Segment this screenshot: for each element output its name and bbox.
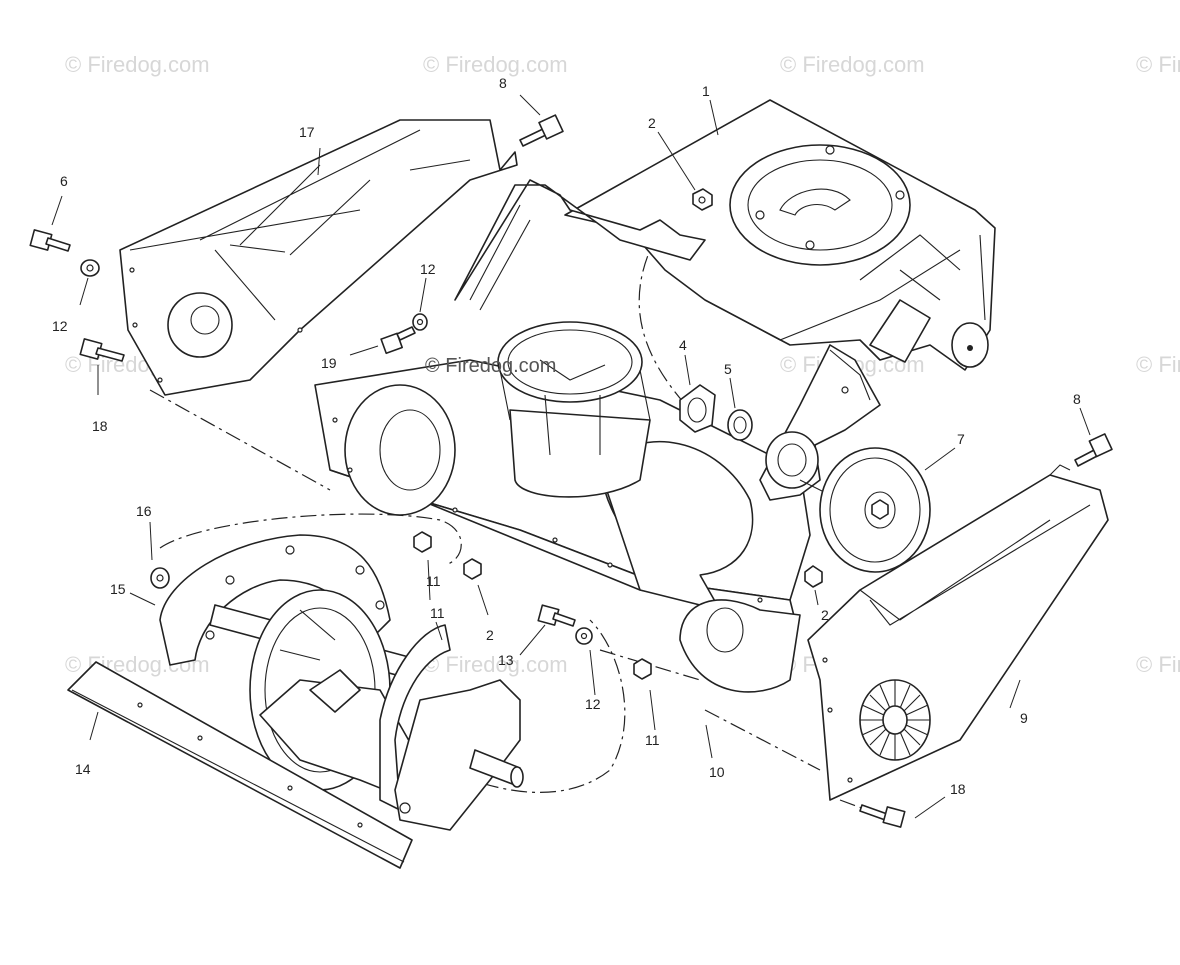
nut (633, 658, 652, 680)
watermark: © Firedog.com (65, 52, 210, 77)
bolt (380, 326, 416, 355)
watermark: © Firedog.com (1136, 352, 1180, 377)
nut (463, 558, 482, 580)
gearbox-housing (454, 99, 996, 371)
callout-2: 2 (821, 607, 829, 623)
washer (150, 567, 170, 589)
watermark: © Firedog.com (423, 52, 568, 77)
callout-2: 2 (486, 627, 494, 643)
callout-11: 11 (426, 573, 441, 589)
bolt (537, 604, 576, 627)
washer (412, 313, 428, 331)
callout-19: 19 (321, 355, 337, 371)
callout-11: 11 (645, 732, 660, 748)
callout-1: 1 (702, 83, 710, 99)
callout-8: 8 (499, 75, 507, 91)
washer (80, 259, 100, 277)
bolt (29, 229, 71, 252)
scraper-bar (67, 661, 413, 869)
bolt (859, 804, 906, 828)
mounting-bracket (759, 344, 881, 501)
auger-housing (314, 359, 811, 693)
callout-2: 2 (648, 115, 656, 131)
nut (413, 531, 432, 553)
callout-11: 11 (430, 605, 445, 621)
pulley (799, 447, 931, 573)
washer (575, 627, 593, 645)
watermark: © Firedog.com (1136, 652, 1180, 677)
callout-7: 7 (957, 431, 965, 447)
callout-18: 18 (92, 418, 108, 434)
callout-17: 17 (299, 124, 315, 140)
callout-9: 9 (1020, 710, 1028, 726)
bolt (1074, 433, 1113, 467)
callout-15: 15 (110, 581, 126, 597)
watermark: © Firedog.com (780, 52, 925, 77)
callout-4: 4 (679, 337, 687, 353)
callout-labels: 1 2 2 2 4 5 6 7 8 8 9 10 11 11 11 12 12 … (52, 75, 1081, 797)
left-side-shroud (119, 119, 518, 396)
callout-13: 13 (498, 652, 514, 668)
callout-8: 8 (1073, 391, 1081, 407)
callout-12: 12 (420, 261, 436, 277)
right-side-shroud (807, 464, 1109, 801)
discharge-chute-collar (497, 321, 651, 498)
watermark-center: © Firedog.com (425, 355, 556, 377)
auger-assembly (159, 534, 524, 831)
watermark: © Firedog.com (423, 652, 568, 677)
bolt (79, 338, 125, 362)
callout-5: 5 (724, 361, 732, 377)
nut (692, 188, 713, 211)
bearing (727, 409, 753, 441)
callout-14: 14 (75, 761, 91, 777)
callout-6: 6 (60, 173, 68, 189)
watermark: © Firedog.com (1136, 52, 1180, 77)
callout-16: 16 (136, 503, 152, 519)
leader-lines (51, 94, 1091, 819)
bolt (519, 114, 564, 147)
callout-18: 18 (950, 781, 966, 797)
callout-12: 12 (585, 696, 601, 712)
callout-12: 12 (52, 318, 68, 334)
callout-10: 10 (709, 764, 725, 780)
bearing-flange (679, 384, 716, 433)
nut (804, 565, 823, 588)
